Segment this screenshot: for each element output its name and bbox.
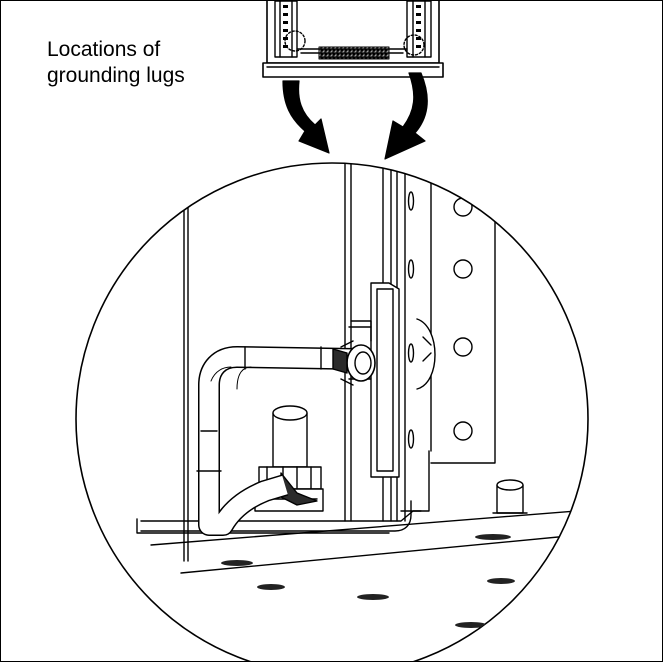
callout-line-2: grounding lugs [47,64,185,87]
callout-line-1: Locations of [47,38,161,61]
grounding-lugs-callout: Locations of grounding lugs [47,37,185,89]
rack-vent [318,46,390,60]
magnified-lug-view [75,162,589,661]
rail-hole-2 [453,259,473,279]
rack-left-rail [274,1,298,58]
ground-bracket [348,282,400,478]
grounding-cable [196,346,356,536]
pointer-arrow-right [384,72,428,160]
pointer-arrow-left [282,80,330,154]
rail-hole-3 [453,337,473,357]
lug-location-right-marker [403,34,425,56]
upper-grounding-lug [332,320,376,386]
rack-right-rail [406,1,432,58]
rack-overview [262,1,444,78]
zoom-circle [75,162,589,661]
rail-hole-4 [453,421,473,441]
floor-panel [136,500,588,628]
lug-location-left-marker [284,30,306,52]
floor-stud [492,479,528,514]
